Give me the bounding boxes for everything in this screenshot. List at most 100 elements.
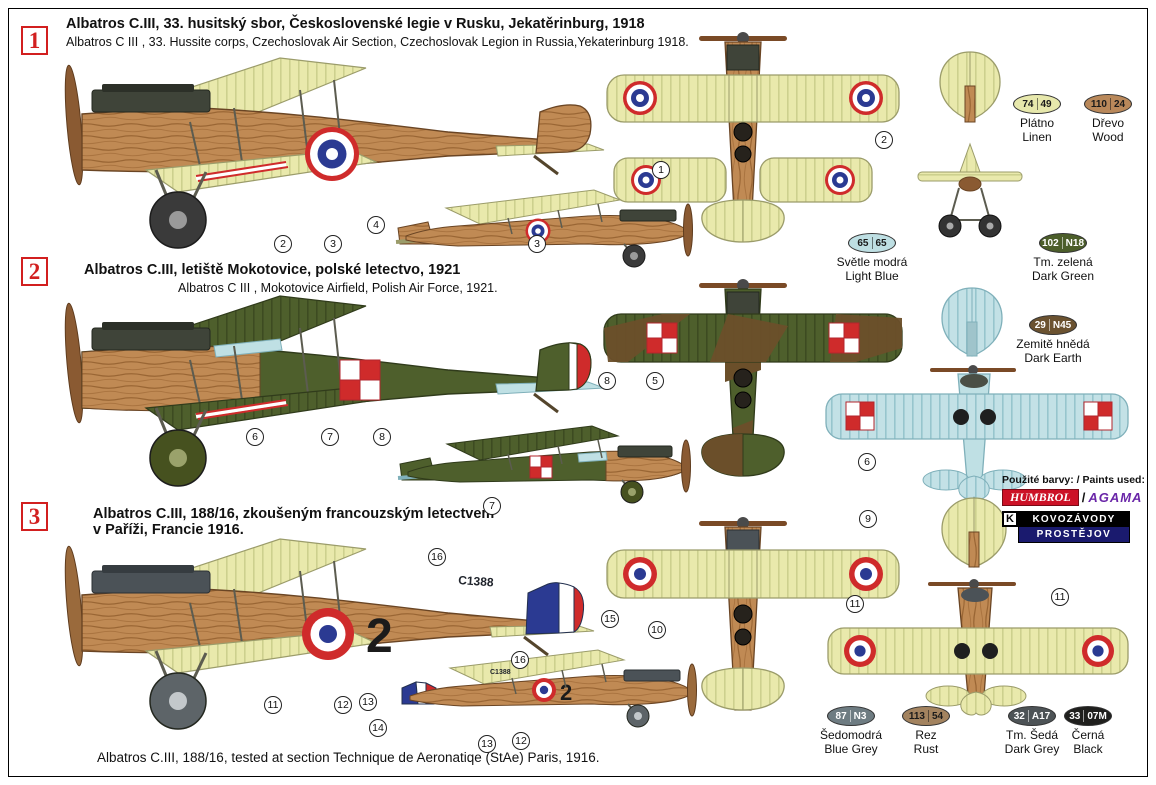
propeller (64, 64, 84, 186)
paint-code-agama: N3 (853, 710, 867, 722)
s3-top-view-illustration (606, 517, 900, 711)
paint-code-humbrol: 32 (1013, 710, 1025, 722)
paint-code-agama: 49 (1040, 98, 1052, 110)
paint-chip-swatch: 29 N45 (1029, 315, 1077, 335)
paint-name-cz: Tm. zelená (1033, 255, 1093, 269)
paint-code-agama: N45 (1052, 319, 1072, 331)
tail-fin-bottom (958, 475, 990, 500)
callout-8: 8 (598, 372, 616, 390)
tailplane (701, 199, 785, 243)
s1-small-profile-illustration (395, 189, 693, 268)
wing-root-stripe-red (195, 399, 287, 415)
fin-front-view (941, 287, 1003, 357)
paint-name-cz: Světle modrá (836, 255, 908, 269)
engine-underside (961, 588, 989, 602)
callout-11: 11 (264, 696, 282, 714)
upper-wing (448, 649, 626, 685)
section-3-title-line2: v Paříži, Francie 1916. (93, 522, 244, 538)
humbrol-logo: HUMBROL (1002, 489, 1079, 506)
fuselage-checkerboard (529, 455, 553, 479)
paint-name-en: Blue Grey (824, 741, 878, 756)
wing-checkerboard-right (1083, 401, 1113, 431)
callout-3: 3 (528, 235, 546, 253)
lower-wing-bottom (827, 627, 1129, 675)
engine (91, 565, 211, 594)
upper-wing-roundel-right (849, 81, 883, 115)
tail (495, 104, 605, 176)
tail-skid (533, 154, 559, 176)
struts (511, 663, 607, 695)
paint-code-humbrol: 102 (1041, 237, 1059, 249)
upper-wing (606, 74, 900, 123)
cockpit-openings (733, 368, 753, 409)
wing-checkerboard-right (828, 322, 860, 354)
paint-name-en: Dark Grey (1004, 741, 1060, 756)
callout-13: 13 (478, 735, 496, 753)
tail-skid (523, 635, 549, 657)
callout-14: 14 (369, 719, 387, 737)
paint-name-cz: Tm. Šedá (1005, 728, 1059, 742)
fuselage-checkerboard (339, 359, 381, 401)
paint-name-en: Wood (1092, 129, 1124, 144)
rudder-blue-stripe (525, 582, 560, 635)
s2-small-profile-illustration (397, 425, 691, 504)
wing-camo-patch (710, 314, 788, 362)
engine (617, 445, 673, 458)
fin-front-view (941, 497, 1007, 568)
fuselage-roundel (305, 127, 359, 181)
s1-side-profile-illustration (64, 57, 605, 249)
engine (623, 669, 681, 682)
chip-divider (1110, 98, 1111, 110)
tailplane (701, 433, 785, 477)
kp-monogram: K (1002, 511, 1018, 527)
tail-skid (533, 392, 559, 414)
propeller (683, 203, 693, 257)
tail-rear-view (917, 142, 1023, 238)
agama-logo: AGAMA (1088, 490, 1143, 505)
brand-separator: / (1081, 490, 1086, 505)
struts (507, 203, 603, 235)
callout-13: 13 (359, 693, 377, 711)
paint-name-cz: Černá (1071, 728, 1105, 742)
callout-15: 15 (601, 610, 619, 628)
s2-top-view-illustration (603, 279, 903, 477)
callout-1: 1 (652, 161, 670, 179)
rudder-red-stripe (576, 343, 592, 390)
chip-divider (1083, 710, 1085, 722)
wheels-bottom-view (953, 409, 996, 425)
paint-code-humbrol: 29 (1034, 319, 1046, 331)
lower-wing-right (759, 157, 873, 203)
tail-fin-bottom (960, 691, 992, 716)
cockpit-openings (733, 122, 753, 163)
callout-11: 11 (846, 595, 864, 613)
s3-small-profile-illustration: 2 C1388 (401, 649, 697, 728)
landing-gear (622, 243, 646, 268)
wheels-bottom-view (954, 643, 998, 659)
lower-wing-bottom (825, 393, 1129, 440)
rudder-white-stripe (558, 582, 575, 634)
propeller (64, 302, 84, 424)
paint-code-humbrol: 65 (857, 237, 869, 249)
paint-code-humbrol: 33 (1069, 710, 1081, 722)
tactical-number-small: 2 (560, 680, 572, 705)
callout-7: 7 (321, 428, 339, 446)
section-2-subtitle: Albatros C III , Mokotovice Airfield, Po… (178, 281, 498, 295)
section-2-title: Albatros C.III, letiště Mokotovice, pols… (84, 262, 461, 278)
section-3-marker: 3 (21, 502, 48, 531)
s1-tail-views-illustration (917, 51, 1023, 238)
propeller (681, 439, 691, 493)
wing-roundel-right (1082, 635, 1114, 667)
paint-name-cz: Rez (915, 728, 937, 742)
paint-name-en: Dark Green (1031, 268, 1095, 283)
callout-6: 6 (246, 428, 264, 446)
paint-name-cz: Dřevo (1091, 116, 1124, 130)
fuselage-roundel (302, 608, 354, 660)
